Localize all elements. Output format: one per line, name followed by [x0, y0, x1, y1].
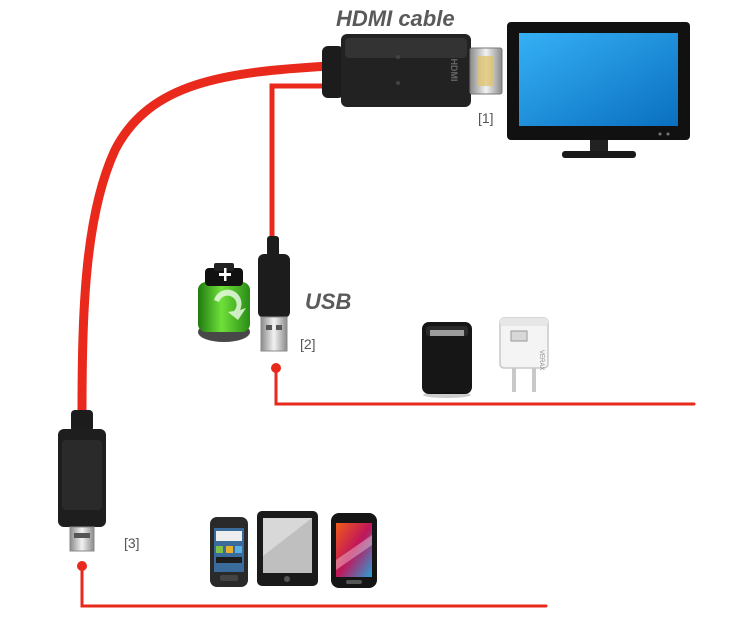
- phone-line-dot: [77, 561, 87, 571]
- cable-group: [77, 61, 696, 608]
- marker-1-label: [1]: [478, 110, 494, 126]
- tablet-icon: [257, 511, 318, 586]
- hdmi-connector: HDMI: [322, 34, 503, 107]
- charger-brand-label: VERAX: [538, 350, 544, 370]
- hdmi-connector-logo: HDMI: [449, 59, 459, 82]
- main-red-cable: [77, 61, 335, 420]
- marker-2-label: [2]: [300, 336, 316, 352]
- monitor-icon: [507, 22, 690, 158]
- samsung-phone-icon: [331, 513, 377, 588]
- phone-guide-line: [80, 566, 548, 608]
- charger-line-dot: [271, 363, 281, 373]
- usb-branch-cable: [269, 83, 333, 268]
- power-bank-icon: [422, 322, 472, 398]
- usb-label: USB: [305, 289, 352, 314]
- wall-charger-icon: VERAX: [499, 317, 549, 392]
- micro-usb-connector: [58, 410, 106, 552]
- marker-3-label: [3]: [124, 535, 140, 551]
- usb-connector: [258, 236, 290, 352]
- hdmi-cable-label: HDMI cable: [336, 6, 455, 31]
- htc-phone-icon: [210, 517, 248, 587]
- charger-guide-line: [274, 368, 696, 406]
- battery-icon: [198, 263, 250, 342]
